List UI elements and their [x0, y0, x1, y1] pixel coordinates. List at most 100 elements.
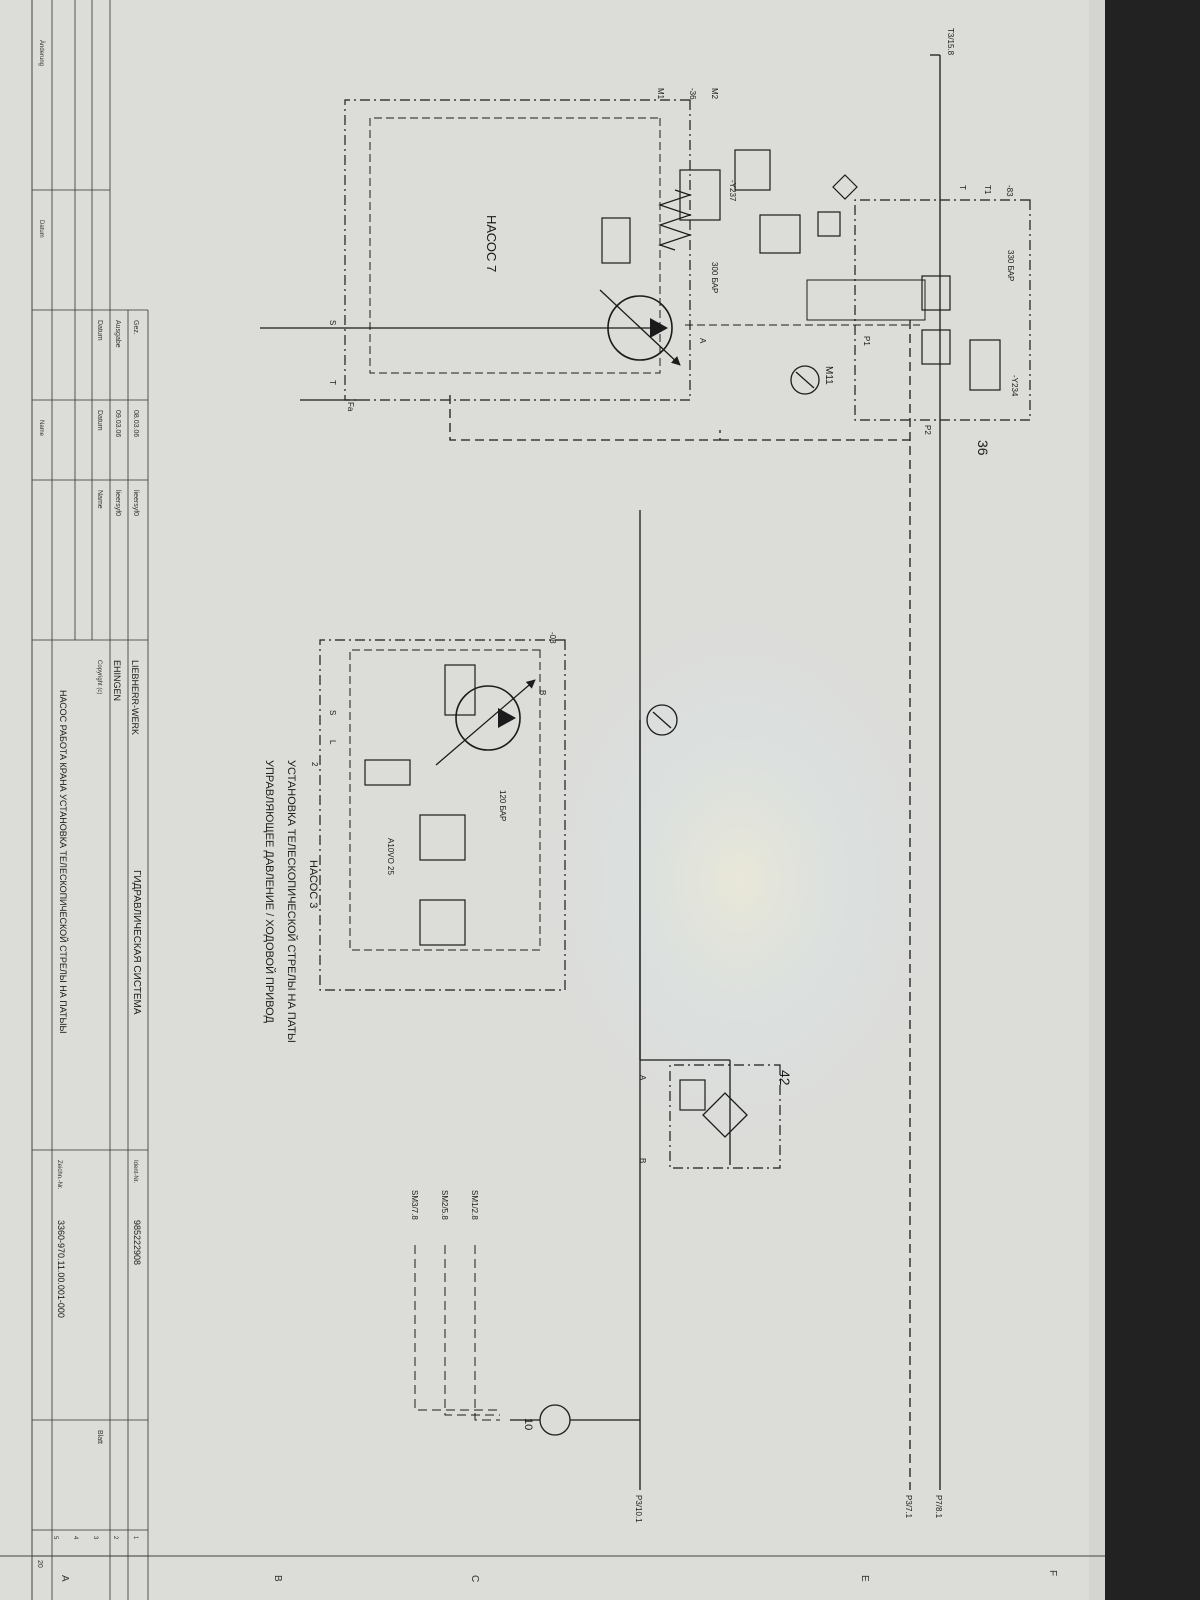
- pump-10: 10: [522, 1404, 571, 1436]
- gauge-m11-needle: [795, 371, 815, 389]
- pump-3-title-1: НАСОС 3: [307, 860, 319, 908]
- row-1-label: Gez.: [132, 320, 139, 335]
- pump-3-code: -08: [548, 632, 557, 644]
- ref-sm2: SM2/5.8: [440, 1190, 449, 1220]
- module-36-relief: [921, 329, 951, 365]
- sheet-num-2: 2: [112, 1536, 118, 1540]
- ref-p-mid: P3/7.1: [904, 1495, 913, 1519]
- module-36: 330 БАР -Y234 T1 T P2 -83 36: [854, 185, 1031, 456]
- pump-10-symbol: [539, 1404, 571, 1436]
- bottom-cell-2: Datum: [38, 220, 44, 238]
- pump-7-port-a: A: [698, 338, 707, 344]
- pump-3-port-b: B: [538, 690, 547, 695]
- pump-7-port-t: T: [328, 380, 337, 385]
- zone-letter: C: [469, 1575, 480, 1582]
- sheet-num-1: 1: [132, 1536, 138, 1540]
- pump-3-valve-pressure: 120 БАР: [498, 790, 507, 821]
- pump-3-symbol: [455, 685, 521, 751]
- ref-p-low: P3/10.1: [634, 1495, 643, 1523]
- module-36-detail: -83: [1005, 185, 1014, 197]
- pump-7-filter: [832, 174, 858, 200]
- drawing-label: Zeichn.-Nr.: [56, 1160, 62, 1190]
- module-36-solenoid: [969, 339, 1001, 391]
- gauge-port-m2: M2: [710, 88, 719, 100]
- subtitle: НАСОС РАБОТА КРАНА УСТАНОВКА ТЕЛЕСКОПИЧЕ…: [58, 690, 69, 1033]
- pump-10-label: 10: [522, 1418, 534, 1430]
- pump-7-title: НАСОС 7: [484, 215, 499, 272]
- pump-3-variable-arrow: [435, 679, 536, 766]
- sm-lines: [414, 1245, 500, 1421]
- pump-3-valve-2: [419, 899, 466, 946]
- sheet-num-4: 4: [72, 1536, 78, 1540]
- title-block: Gez. 08.03.06 lieersyf0 Ausgabe 09.03.06…: [32, 0, 149, 1600]
- pump-3-title-3: УПРАВЛЯЮЩЕЕ ДАВЛЕНИЕ / ХОДОВОЙ ПРИВОД: [263, 760, 276, 1023]
- zone-letter: A: [59, 1575, 70, 1582]
- pump-7-tank: [806, 279, 926, 321]
- row-3-name: Name: [96, 490, 103, 509]
- row-2-name: lieersyf0: [114, 490, 121, 516]
- row-2-label: Ausgabe: [114, 320, 121, 348]
- pump-3-control-piston: [364, 759, 411, 786]
- company-2: EHINGEN: [112, 660, 122, 701]
- reference-labels: T3/15.8 P7/8.1 P3/7.1 P3/10.1 SM1/2.8 SM…: [410, 28, 955, 1523]
- monitor-bezel: [1105, 0, 1200, 1600]
- row-1-date: 08.03.06: [132, 410, 139, 437]
- pump-7-sequence-valve: [759, 214, 801, 254]
- bottom-cell-1: Änderung: [38, 40, 45, 66]
- pump-7-valve-label: -Y237: [728, 180, 737, 202]
- pump-3-note: A10VO 25: [386, 838, 395, 875]
- pump-7-symbol: [607, 295, 673, 361]
- row-3-date: Datum: [96, 410, 103, 431]
- filter-42: 42 A B: [638, 1064, 793, 1169]
- sheet-no: 20: [36, 1560, 43, 1568]
- bezel-edge: [1089, 0, 1105, 1600]
- row-2-date: 09.03.06: [114, 410, 121, 437]
- gauge-m11-label: M11: [823, 366, 834, 385]
- company-1: LIEBHERR-WERK: [130, 660, 140, 735]
- filter-42-indicator: [679, 1079, 706, 1111]
- pump-7-spring-label: 300 БАР: [710, 262, 719, 293]
- ref-sm1: SM1/2.8: [470, 1190, 479, 1220]
- zone-letter: E: [859, 1575, 870, 1582]
- pump-7-port-fa: Fa: [346, 402, 355, 412]
- gauge-port-label: M1: [656, 88, 665, 100]
- pump-3-gauge: [646, 704, 678, 736]
- sheet-frame: [0, 0, 1105, 1600]
- pump-3-title-2: УСТАНОВКА ТЕЛЕСКОПИЧЕСКОЙ СТРЕЛЫ НА ПАТЫ: [285, 760, 298, 1043]
- module-36-relief-label: 330 БАР: [1006, 250, 1015, 281]
- filter-42-boundary: [669, 1064, 781, 1169]
- module-36-check: [921, 275, 951, 311]
- pump-3-port-l: L: [328, 740, 337, 745]
- pump-3-gauge-needle: [652, 711, 672, 729]
- module-36-port-p2: P2: [923, 425, 932, 435]
- ident-label: Ident-Nr.: [132, 1160, 138, 1183]
- ref-p-right: P7/8.1: [934, 1495, 943, 1519]
- pump-3-gauge-symbol: [646, 704, 678, 736]
- pump-7-assembly: НАСОС 7 300 БАР -Y237 M2 M1 -36 S T A Fa: [328, 88, 926, 412]
- bottom-cell-3: Name: [38, 420, 44, 437]
- pump-7-setting: -36: [688, 88, 697, 100]
- pump-3-compensator: [444, 664, 476, 716]
- module-36-port-t1: T1: [983, 185, 992, 195]
- sheet-label: Blatt: [96, 1430, 103, 1444]
- pump-3-assembly: -08 B S L 2 120 БАР A10VO 25 НАСОС 3 УСТ…: [263, 632, 566, 1043]
- pump-7-variable-arrow: [599, 289, 681, 366]
- pump-7-valve: [679, 169, 721, 221]
- pump-7-spring: [658, 189, 692, 251]
- pump-7-check: [817, 211, 841, 237]
- filter-42-label: 42: [777, 1070, 793, 1086]
- pump-7-port-s: S: [328, 320, 337, 325]
- ref-top-left: T3/15.8: [946, 28, 955, 56]
- zone-letter: F: [1047, 1570, 1058, 1576]
- ident: 985222908: [132, 1220, 142, 1265]
- row-1-name: lieersyf0: [132, 490, 139, 516]
- drawing-no: 3360-970.11.00.001-000: [56, 1220, 66, 1318]
- copyright: Copyright (c): [96, 660, 102, 694]
- circuit-lines: [260, 54, 941, 1490]
- zone-letter: B: [272, 1575, 283, 1582]
- pump-3-port-s: S: [328, 710, 337, 715]
- title-grid: [32, 0, 149, 1600]
- pump-7-relief-valve: [734, 149, 771, 191]
